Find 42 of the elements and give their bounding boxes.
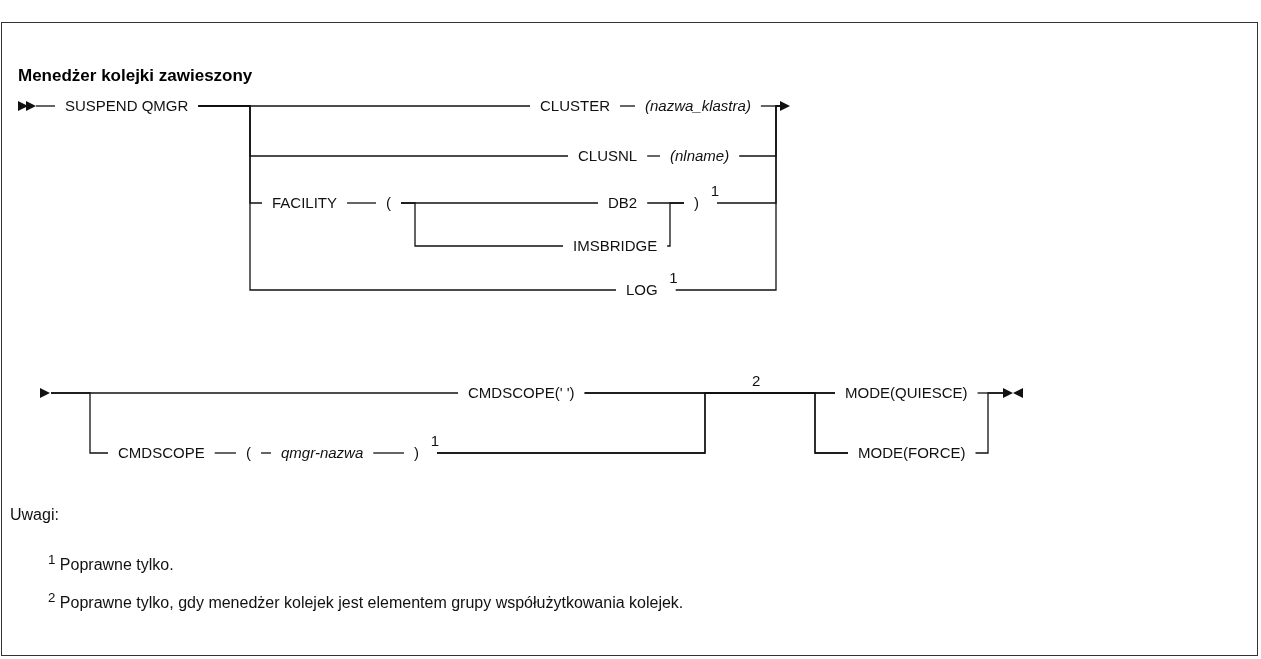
syntax-line bbox=[214, 452, 237, 454]
footnote-ref: 1 bbox=[430, 431, 439, 451]
syntax-line bbox=[619, 105, 636, 107]
diagram-title: Menedżer kolejki zawieszony bbox=[18, 66, 253, 86]
syntax-line bbox=[50, 392, 109, 454]
syntax-line bbox=[372, 452, 405, 454]
keyword-text: CMDSCOPE bbox=[118, 444, 205, 461]
keyword-text: SUSPEND QMGR bbox=[65, 97, 189, 114]
syntax-line bbox=[346, 202, 377, 204]
keyword-text: FACILITY bbox=[272, 194, 338, 211]
start-arrow-icon bbox=[780, 101, 791, 111]
start-arrow-icon bbox=[18, 101, 36, 111]
syntax-line bbox=[400, 202, 564, 247]
parameter-name: (nazwa_klastra) bbox=[645, 97, 751, 114]
footnote-text: $^{1}$ Poprawne tylko. bbox=[48, 552, 175, 575]
syntax-line bbox=[974, 392, 1004, 454]
footnote-text: $^{2}$ Poprawne tylko, gdy menedżer kolejek jest elementem grupy współużytkowania kolejek. bbox=[48, 590, 685, 613]
keyword-text: LOG bbox=[626, 281, 658, 298]
keyword-text: MODE(QUIESCE) bbox=[845, 384, 968, 401]
keyword-text: CLUSNL bbox=[578, 147, 638, 164]
syntax-line bbox=[646, 155, 661, 157]
keyword-text: ) bbox=[694, 194, 699, 211]
keyword-text: CLUSTER bbox=[540, 97, 610, 114]
syntax-line bbox=[35, 105, 56, 107]
parameter-name: (nlname) bbox=[670, 147, 730, 164]
syntax-line bbox=[197, 105, 617, 291]
end-marker-icon bbox=[1003, 388, 1023, 398]
keyword-text: DB2 bbox=[608, 194, 638, 211]
footnote-ref: 1 bbox=[669, 268, 678, 288]
keyword-text: IMSBRIDGE bbox=[573, 237, 658, 254]
keyword-text: ( bbox=[246, 444, 251, 461]
keyword-text: MODE(FORCE) bbox=[858, 444, 966, 461]
footnote-ref: 1 bbox=[710, 181, 719, 201]
keyword-text: ( bbox=[386, 194, 391, 211]
keyword-text: CMDSCOPE(' ') bbox=[468, 384, 575, 401]
start-arrow-icon bbox=[40, 388, 51, 398]
note-marker: 2 bbox=[752, 372, 761, 389]
keyword-text: ) bbox=[414, 444, 419, 461]
syntax-line bbox=[260, 452, 272, 454]
parameter-name: qmgr-nazwa bbox=[281, 444, 364, 461]
notes-heading: Uwagi: bbox=[10, 506, 59, 524]
syntax-line bbox=[666, 202, 685, 247]
